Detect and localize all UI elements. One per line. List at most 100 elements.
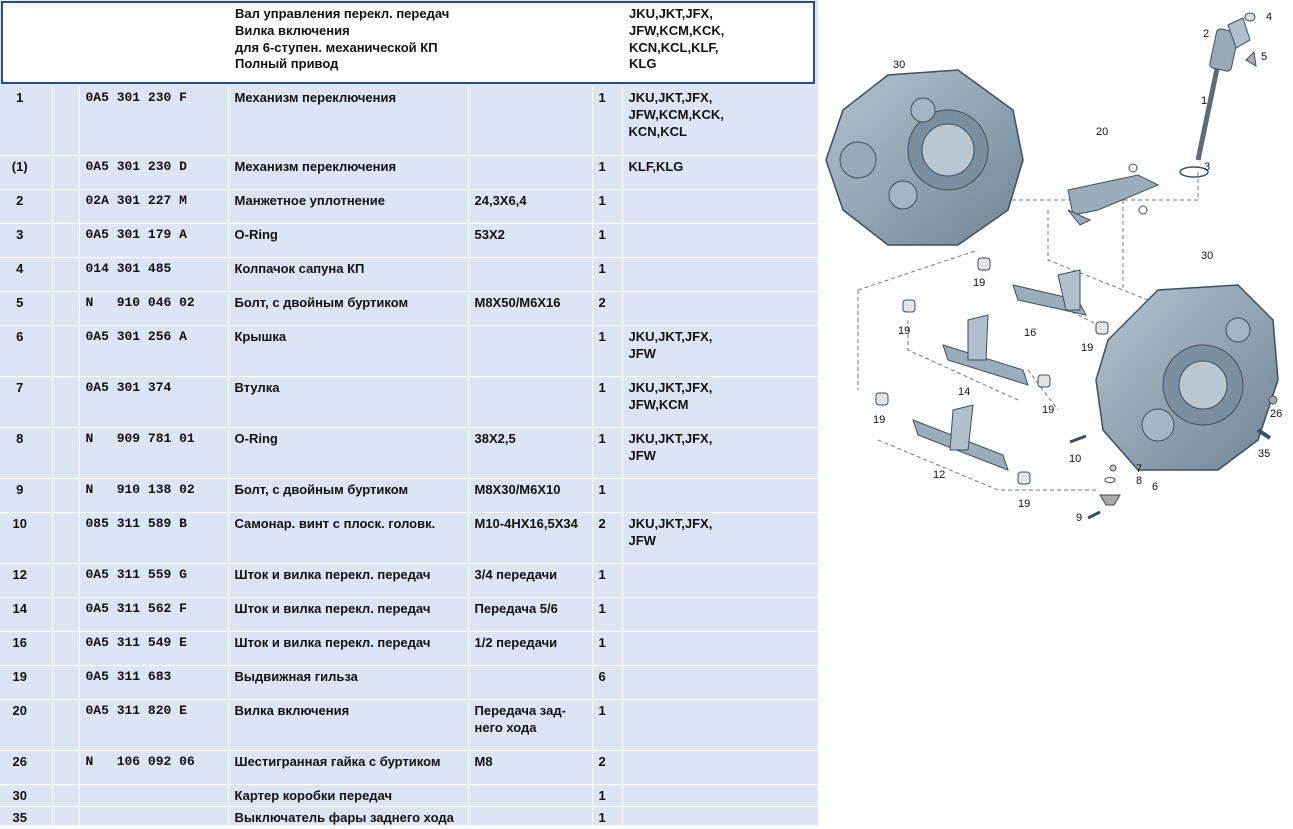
callout: 12 — [933, 469, 945, 481]
part-name: Картер коробки передач — [228, 784, 469, 807]
part-qty: 1 — [592, 699, 623, 751]
part-qty: 1 — [592, 87, 623, 156]
part-spec — [468, 376, 593, 428]
callout: 8 — [1136, 475, 1142, 487]
callout: 16 — [1024, 327, 1036, 339]
sleeve — [1017, 471, 1031, 485]
part-number: 014 301 485 — [79, 257, 229, 292]
sleeve — [902, 299, 916, 313]
part-models — [622, 597, 819, 632]
part-models — [622, 478, 819, 513]
part-models — [622, 699, 819, 751]
group-model-line: JFW,KCM,KCK, — [629, 22, 725, 38]
part-qty: 2 — [592, 750, 623, 785]
part-spec: Передача зад- него хода — [468, 699, 593, 751]
part-sub — [52, 376, 80, 428]
leader-line — [998, 170, 1199, 201]
part-models — [622, 291, 819, 326]
o-ring-3 — [1179, 166, 1209, 178]
part-name: Шток и вилка перекл. передач — [228, 563, 469, 598]
model-line: JFW — [628, 447, 656, 463]
group-title-line: Вилка включения — [235, 22, 350, 38]
callout: 35 — [1258, 448, 1270, 460]
part-qty: 1 — [592, 189, 623, 224]
part-qty: 1 — [592, 257, 623, 292]
part-spec: M10-4HX16,5X34 — [468, 512, 593, 564]
part-name: O-Ring — [228, 427, 469, 479]
part-qty: 1 — [592, 155, 623, 190]
callout: 20 — [1096, 126, 1108, 138]
leader-line — [877, 439, 1098, 491]
model-line: KCN,KCL — [628, 124, 688, 139]
part-qty: 1 — [592, 478, 623, 513]
part-spec: 38X2,5 — [468, 427, 593, 479]
group-model-line: KLG — [629, 56, 657, 72]
model-line: JFW,KCM — [628, 396, 689, 412]
part-sub — [52, 597, 80, 632]
part-sub — [52, 699, 80, 751]
sleeve — [1037, 374, 1051, 388]
part-spec — [468, 87, 593, 156]
model-line: JFW,KCM,KCK, — [628, 107, 724, 122]
part-position: 8 — [0, 427, 53, 479]
fork-body — [1057, 269, 1081, 311]
callout: 2 — [1203, 28, 1209, 40]
part-sub — [52, 291, 80, 326]
group-model-line: JKU,JKT,JFX, — [629, 6, 713, 21]
part-sub — [52, 155, 80, 190]
part-position: 1 — [0, 87, 53, 156]
part-position: (1) — [0, 155, 53, 190]
model-line: KLF,KLG — [628, 158, 684, 174]
part-sub — [52, 189, 80, 224]
part-number: 0A5 311 559 G — [79, 563, 229, 598]
part-qty: 1 — [592, 223, 623, 258]
part-models: JKU,JKT,JFX,JFW,KCM,KCK,KCN,KCL — [622, 87, 819, 156]
shift-fork-14 — [942, 314, 1029, 386]
housing-bore — [1141, 408, 1175, 442]
part-position: 14 — [0, 597, 53, 632]
part-position: 4 — [0, 257, 53, 292]
callout: 19 — [973, 277, 985, 289]
parts-panel: Вал управления перекл. передач Вилка вкл… — [0, 0, 819, 829]
part-sub — [52, 784, 80, 807]
part-number: 0A5 311 562 F — [79, 597, 229, 632]
sleeve — [1095, 321, 1109, 335]
leader-line — [1047, 210, 1149, 301]
model-line: JKU,JKT,JFX, — [628, 328, 713, 344]
part-name: Колпачок сапуна КП — [228, 257, 469, 292]
sleeve — [875, 392, 889, 406]
part-position: 9 — [0, 478, 53, 513]
part-number: 0A5 301 374 — [79, 376, 229, 428]
part-models — [622, 223, 819, 258]
reverse-fork — [1067, 163, 1160, 226]
part-name: Болт, с двойным буртиком — [228, 478, 469, 513]
diagram-svg: 1 2 3 4 5 6 7 8 9 10 12 14 16 19 19 19 1… — [825, 11, 1282, 524]
part-qty: 6 — [592, 665, 623, 700]
part-models — [622, 257, 819, 292]
part-number — [79, 784, 229, 807]
callout: 30 — [893, 59, 905, 71]
model-line: JFW — [628, 345, 656, 361]
part-name: Механизм переключения — [228, 87, 469, 156]
callout: 30 — [1201, 250, 1213, 262]
part-number: N 909 781 01 — [79, 427, 229, 479]
part-spec — [468, 155, 593, 190]
housing-bore-inner — [921, 123, 975, 177]
part-models — [622, 563, 819, 598]
part-sub — [52, 478, 80, 513]
fork-body — [967, 314, 989, 361]
o-ring-small — [1128, 163, 1138, 173]
exploded-diagram: 1 2 3 4 5 6 7 8 9 10 12 14 16 19 19 19 1… — [818, 0, 1293, 560]
part-number: 0A5 301 230 F — [79, 87, 229, 156]
part-number: 0A5 301 230 D — [79, 155, 229, 190]
fork-body — [949, 404, 974, 451]
part-name: Болт, с двойным буртиком — [228, 291, 469, 326]
group-title-line: Полный привод — [235, 56, 339, 72]
